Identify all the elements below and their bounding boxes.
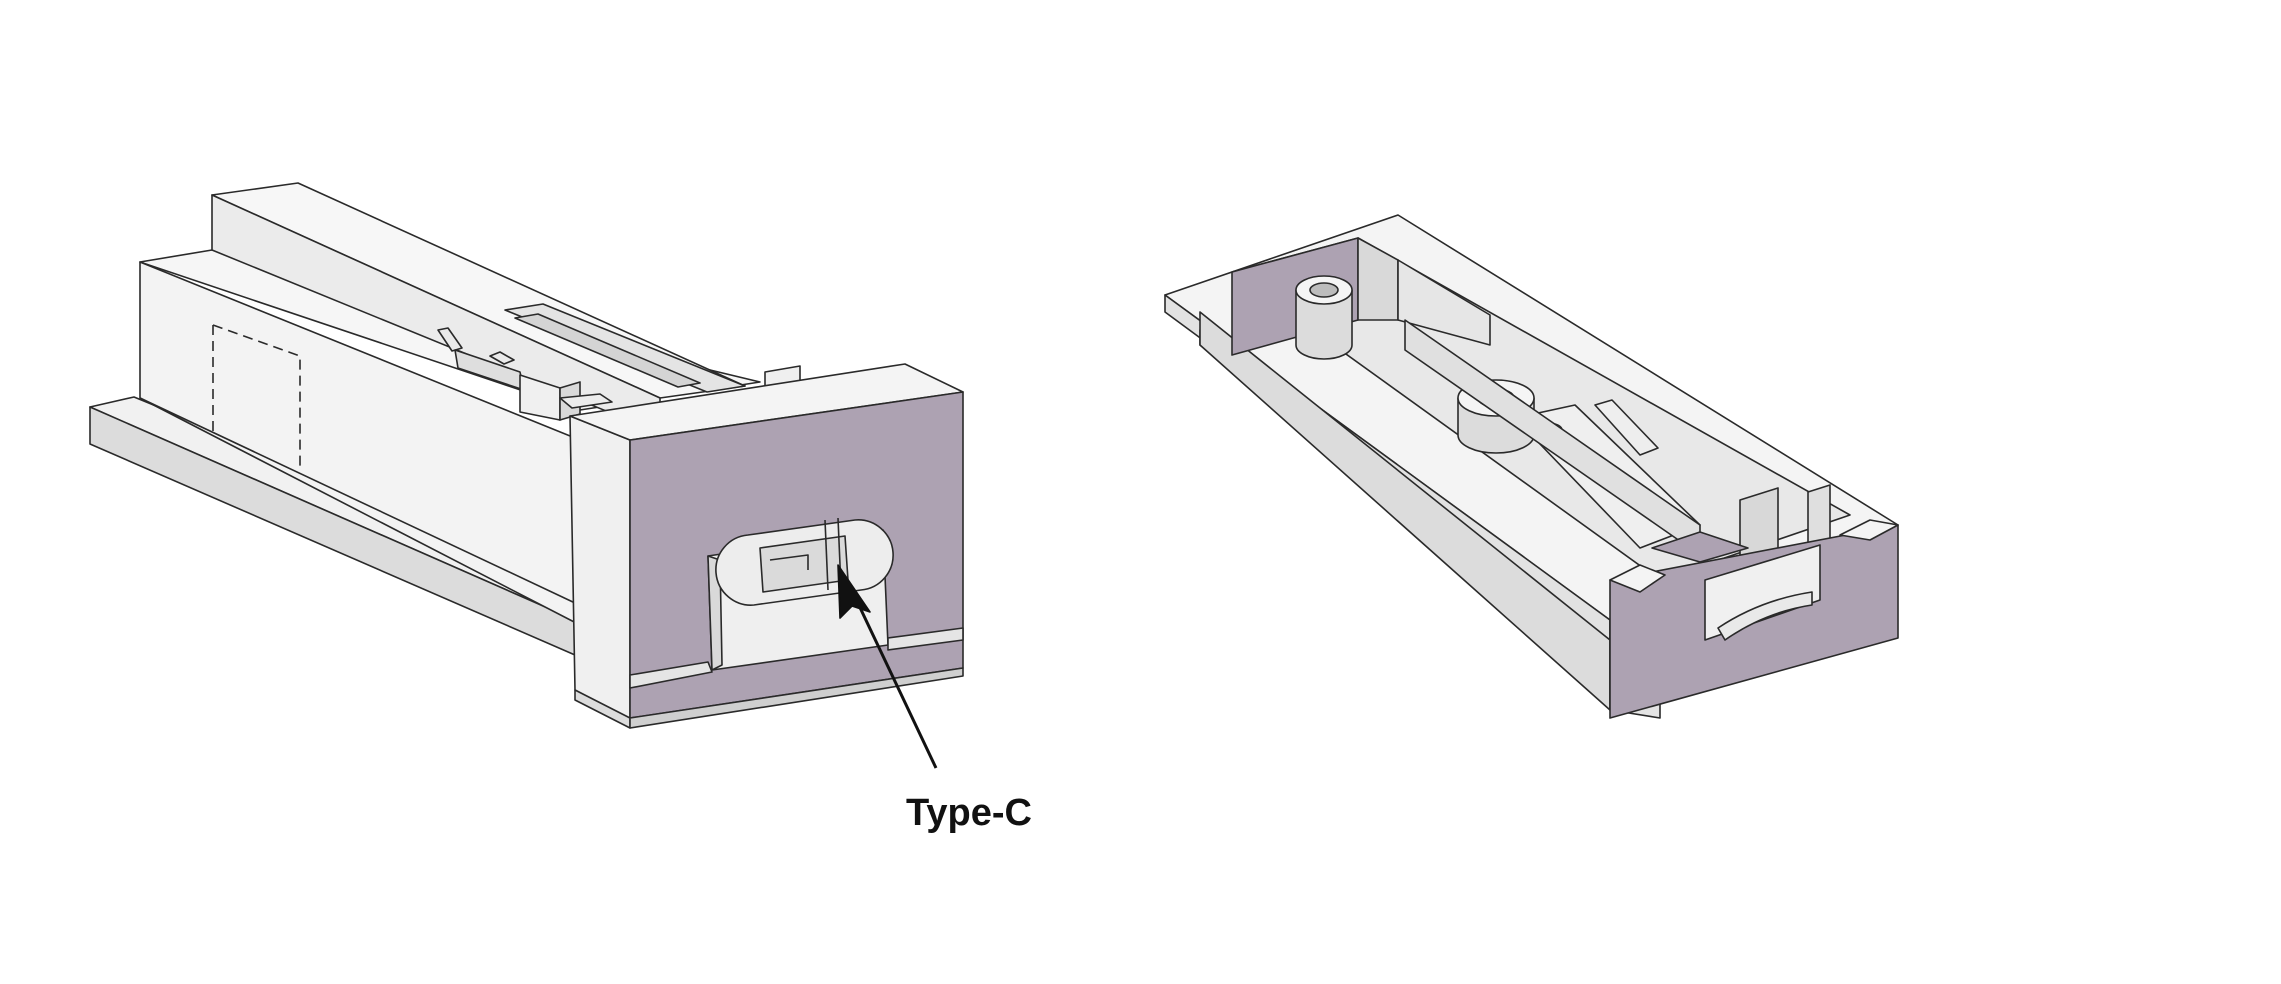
screw-boss-1 — [1295, 275, 1353, 360]
housing-half-model — [1164, 214, 1899, 719]
hidden-feature-outline — [212, 324, 301, 470]
callout-label: Type-C — [906, 792, 1032, 834]
side-ledge — [139, 397, 576, 604]
cross-rib — [1651, 531, 1749, 563]
top-slot-inner — [514, 313, 701, 388]
latch-clip — [437, 327, 613, 421]
arrow-icon — [837, 564, 938, 769]
connector-housing-model — [89, 182, 964, 729]
front-block-side — [569, 415, 631, 721]
tray-front-notch — [1704, 544, 1821, 641]
